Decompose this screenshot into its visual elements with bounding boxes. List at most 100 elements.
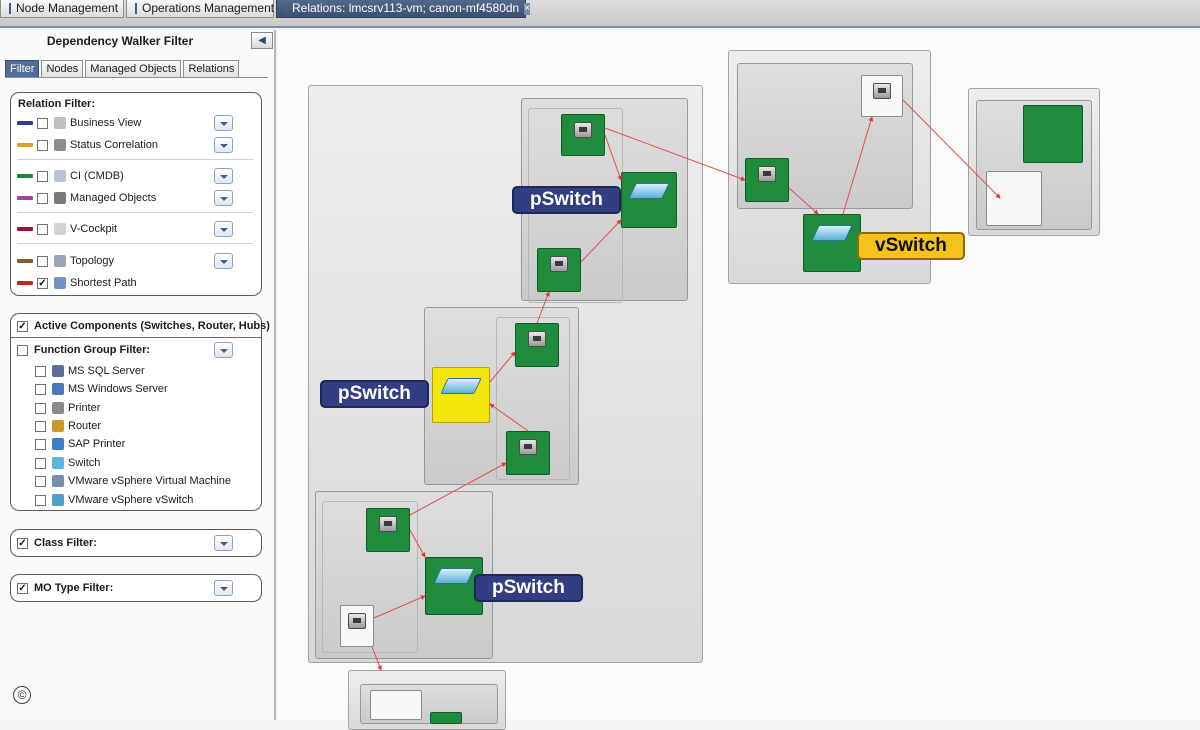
function-item-label: VMware vSphere Virtual Machine [68,475,232,487]
checkbox[interactable] [35,383,46,395]
virtual-machine-icon [52,475,64,487]
pswitch-callout: pSwitch [320,380,429,408]
port-node[interactable] [506,431,550,475]
checkbox[interactable] [37,223,48,235]
checkbox[interactable] [37,117,48,129]
function-item-router[interactable]: Router [35,418,101,434]
divider [17,159,253,160]
relation-row-topology[interactable]: Topology [17,253,114,269]
switch-node[interactable] [621,172,677,228]
function-item-vmware-virtual-machine[interactable]: VMware vSphere Virtual Machine [35,473,231,489]
function-item-ms-sql-server[interactable]: MS SQL Server [35,363,145,379]
port-node[interactable] [515,323,559,367]
checkbox[interactable] [37,170,48,182]
windows-server-icon [52,383,64,395]
switch-node[interactable] [425,557,483,615]
port-node[interactable] [366,508,410,552]
class-filter-row[interactable]: ✓ Class Filter: [17,535,97,551]
port-node[interactable] [861,75,903,117]
active-components-row[interactable]: ✓ Active Components (Switches, Router, H… [17,318,270,334]
function-item-label: MS Windows Server [68,383,168,395]
tab-operations-management[interactable]: Operations Management [126,0,274,18]
checkbox[interactable] [37,192,48,204]
dropdown-button[interactable] [214,190,233,206]
checkbox[interactable] [17,344,28,356]
sql-server-node[interactable] [1023,105,1083,163]
checkbox[interactable] [35,365,46,377]
dependency-diagram-canvas[interactable]: pSwitch vSwitch pSwitch pSwitch [278,30,1200,730]
tab-relations[interactable]: Relations: lmcsrv113-vm; canon-mf4580dn … [276,0,531,18]
function-item-sap-printer[interactable]: SAP Printer [35,436,125,452]
dropdown-button[interactable] [214,221,233,237]
function-item-printer[interactable]: Printer [35,400,100,416]
tab-relations[interactable]: Relations [183,60,240,78]
relation-row-ci-cmdb[interactable]: CI (CMDB) [17,168,124,184]
checkbox-checked[interactable]: ✓ [17,537,28,549]
dropdown-button[interactable] [214,168,233,184]
port-node[interactable] [537,248,581,292]
legend-line [17,196,33,200]
function-item-label: Switch [68,457,101,469]
relation-row-v-cockpit[interactable]: V-Cockpit [17,221,117,237]
function-item-label: VMware vSphere vSwitch [68,494,194,506]
checkbox[interactable] [35,475,46,487]
link-line [902,99,1001,199]
relation-row-managed-objects[interactable]: Managed Objects [17,190,156,206]
dropdown-button[interactable] [214,580,233,596]
relation-label: Topology [70,255,115,267]
tab-filter[interactable]: Filter [5,60,40,78]
mo-type-filter-group: ✓ MO Type Filter: [10,574,262,602]
checkbox[interactable] [35,402,46,414]
checkbox[interactable] [35,494,46,506]
dropdown-button[interactable] [214,137,233,153]
divider [11,337,261,338]
dropdown-button[interactable] [214,115,233,131]
dropdown-button[interactable] [214,253,233,269]
tab-node-management[interactable]: Node Management [0,0,124,18]
tab-label: Relations: lmcsrv113-vm; canon-mf4580dn [292,1,520,15]
link-line [580,219,622,263]
checkbox[interactable] [35,420,46,432]
relation-row-business-view[interactable]: Business View [17,115,141,131]
port-subgroup [322,501,418,653]
dropdown-button[interactable] [214,342,233,358]
link-line [489,403,529,432]
relation-row-status-correlation[interactable]: Status Correlation [17,137,158,153]
checkbox[interactable] [37,139,48,151]
function-group-title: Function Group Filter: [34,344,151,356]
legend-line [17,281,33,285]
close-icon[interactable]: × [524,2,531,15]
function-item-vmware-vswitch[interactable]: VMware vSphere vSwitch [35,492,193,508]
checkbox-checked[interactable]: ✓ [17,582,28,594]
dropdown-button[interactable] [214,535,233,551]
cmdb-icon [54,170,66,182]
tab-managed-objects[interactable]: Managed Objects [85,60,182,78]
checkbox[interactable] [35,457,46,469]
port-node[interactable] [745,158,789,202]
panel-tabs: Filter Nodes Managed Objects Relations [5,60,240,78]
business-view-icon [54,117,66,129]
switch-node-highlighted[interactable] [432,367,490,423]
interface-node[interactable] [370,690,422,720]
function-group-row[interactable]: Function Group Filter: [17,342,150,358]
link-line [373,595,426,619]
interface-node[interactable] [986,171,1042,226]
tab-nodes[interactable]: Nodes [41,60,84,78]
collapse-panel-button[interactable]: ◀ [251,32,273,49]
port-node[interactable] [340,605,374,647]
server-stack-icon [54,139,66,151]
port-node[interactable] [561,114,605,156]
mo-type-filter-row[interactable]: ✓ MO Type Filter: [17,580,113,596]
checkbox-checked[interactable]: ✓ [17,320,28,332]
checkbox[interactable] [35,438,46,450]
checkbox[interactable] [37,255,48,267]
function-item-ms-windows-server[interactable]: MS Windows Server [35,381,168,397]
relation-filter-group: Relation Filter: Business View Status Co… [10,92,262,296]
link-line [489,351,516,383]
relation-row-shortest-path[interactable]: ✓ Shortest Path [17,275,137,291]
function-item-label: Printer [68,402,101,414]
checkbox-checked[interactable]: ✓ [37,277,48,289]
vswitch-node[interactable] [803,214,861,272]
function-item-switch[interactable]: Switch [35,455,100,471]
printer-icon [52,402,64,414]
